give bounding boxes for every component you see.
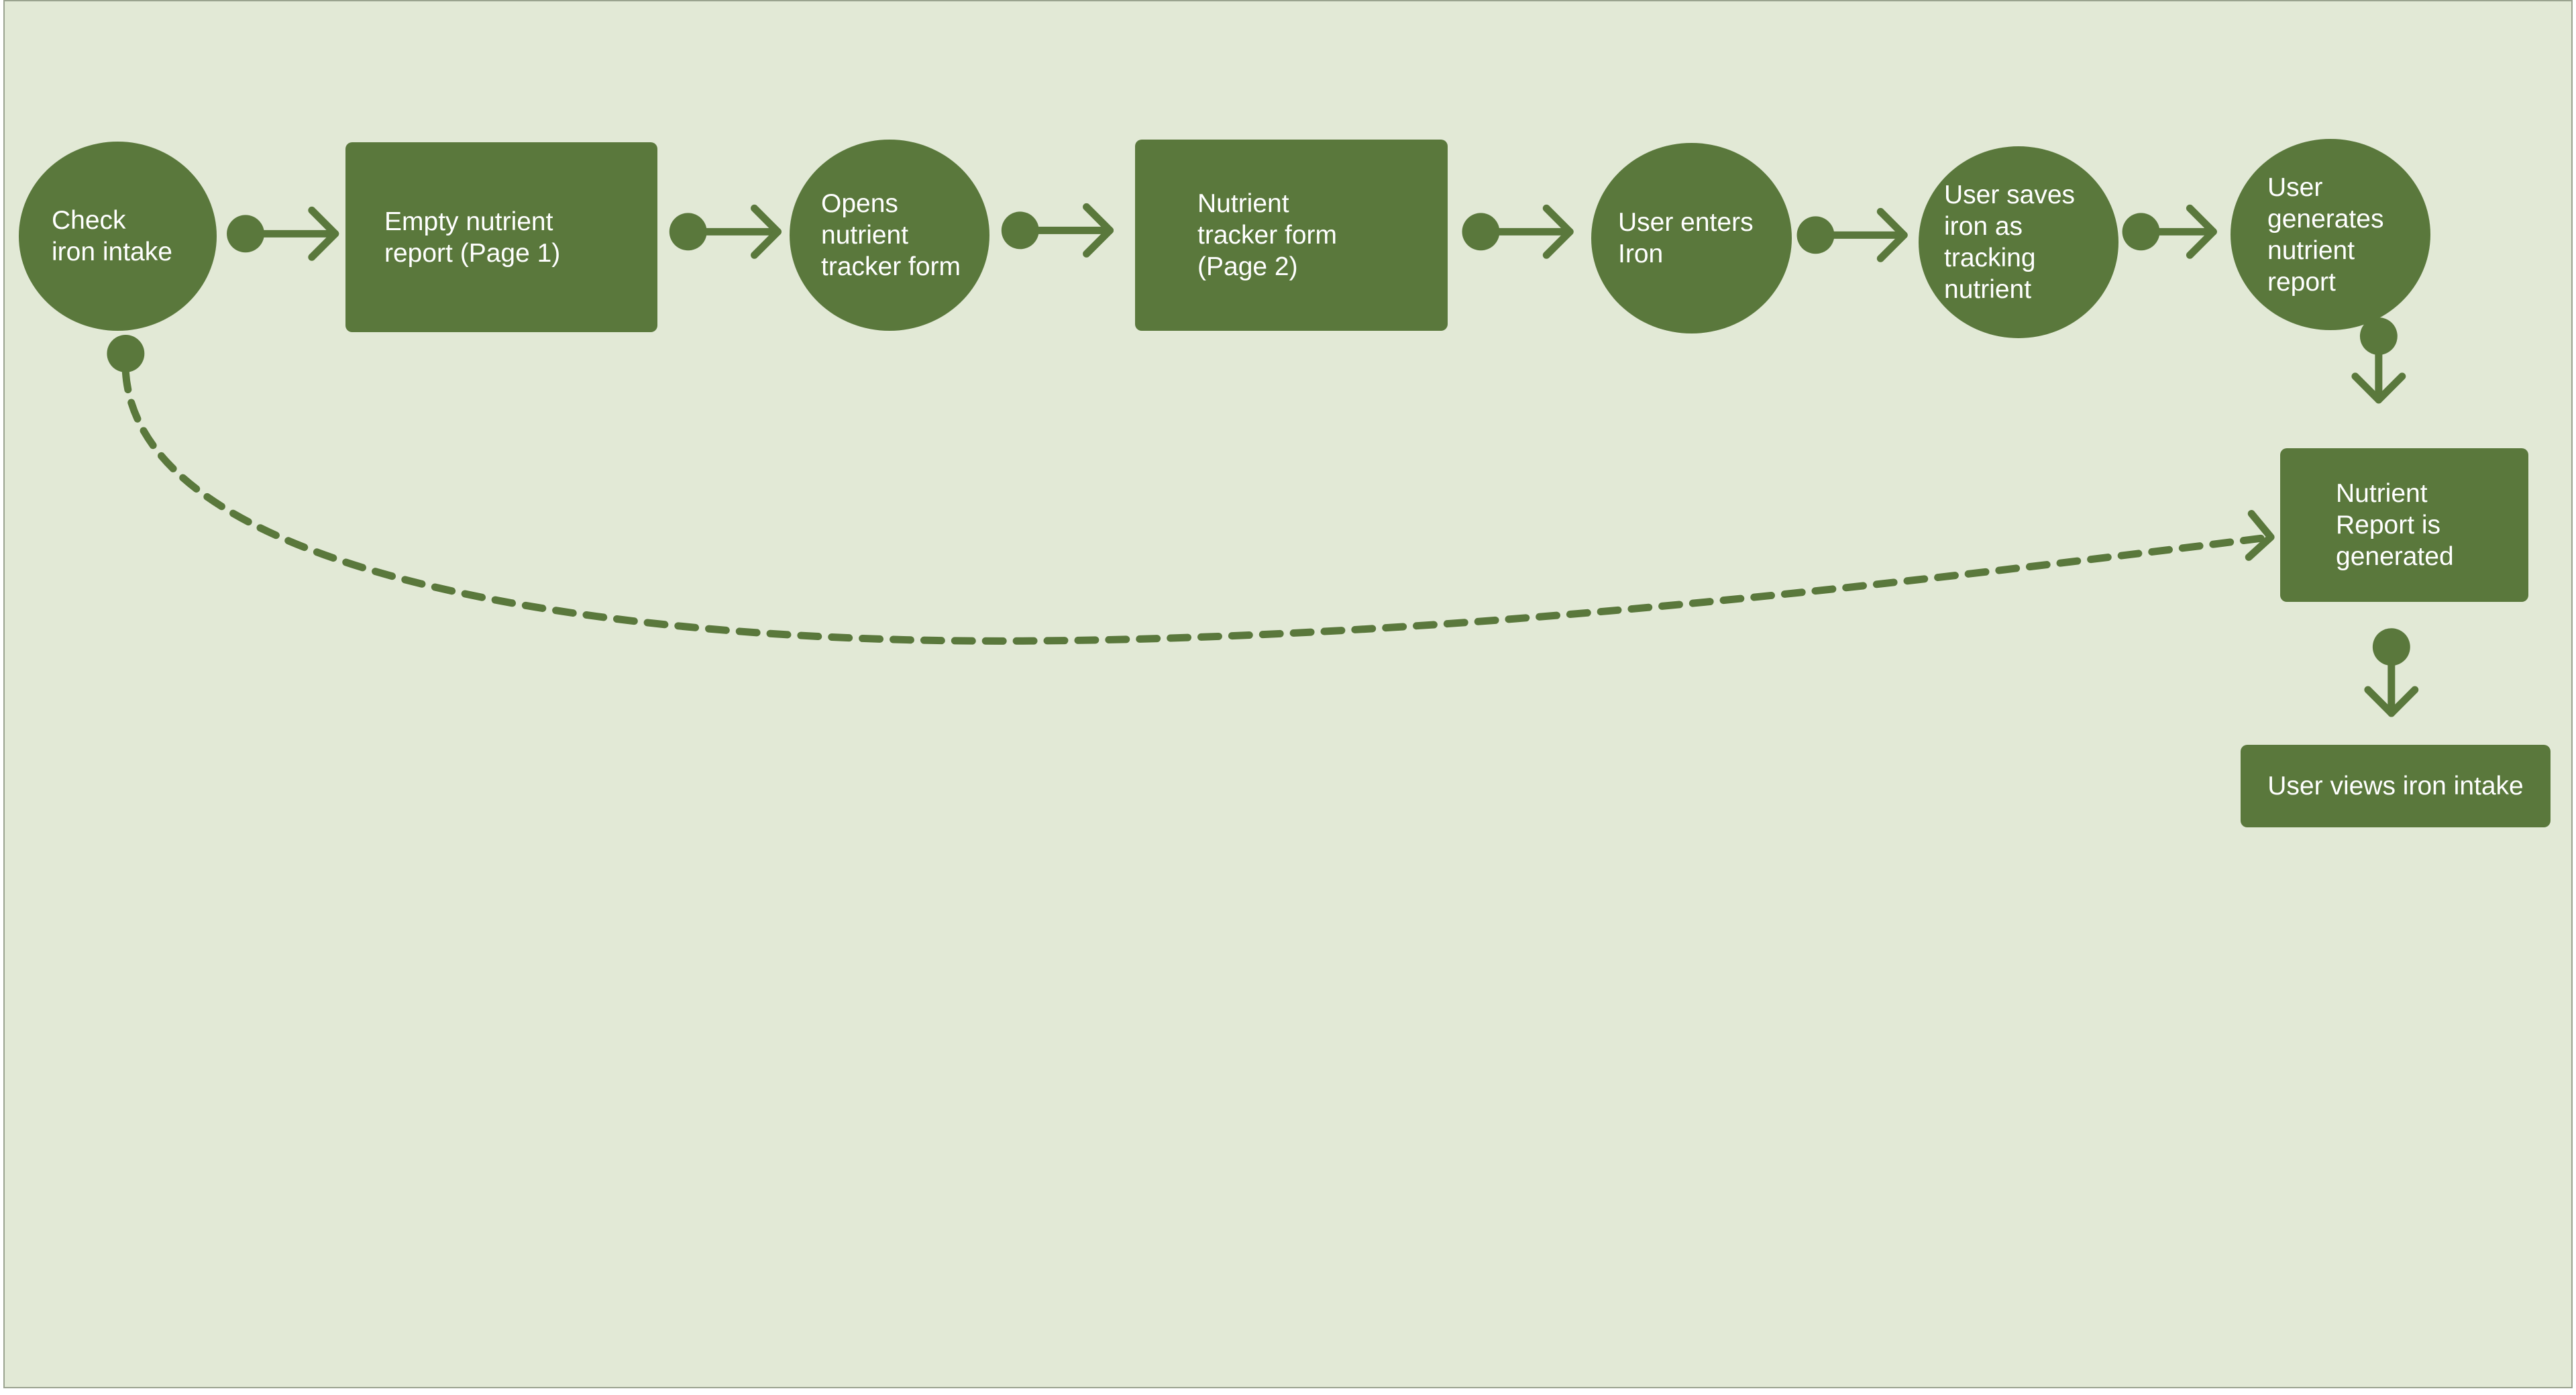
node-label: Empty nutrient report (Page 1) <box>384 207 561 268</box>
connectors-layer <box>107 203 2419 717</box>
node-label: Check iron intake <box>52 206 172 266</box>
edge-n6-n7 <box>2122 204 2217 259</box>
node-user-enters-iron[interactable]: User enters Iron <box>1591 143 1792 333</box>
node-user-saves-iron[interactable]: User saves iron as tracking nutrient <box>1919 146 2118 338</box>
edge-n2-n3 <box>669 204 782 259</box>
edge-n4-n5 <box>1462 204 1574 259</box>
node-user-views-iron-intake[interactable]: User views iron intake <box>2241 745 2551 827</box>
node-user-generates-report[interactable]: User generates nutrient report <box>2231 139 2430 330</box>
node-nutrient-tracker-form[interactable]: Nutrient tracker form (Page 2) <box>1135 140 1448 331</box>
edge-n7-n8 <box>2351 317 2406 404</box>
node-opens-nutrient-tracker-form[interactable]: Opens nutrient tracker form <box>790 140 989 331</box>
diagram-canvas: Check iron intake Empty nutrient report … <box>3 0 2573 1388</box>
node-label: Opens nutrient tracker form <box>821 189 961 281</box>
node-label: User enters Iron <box>1618 208 1754 268</box>
edge-n5-n6 <box>1796 207 1908 262</box>
node-check-iron-intake[interactable]: Check iron intake <box>19 142 217 331</box>
node-label: Nutrient Report is generated <box>2336 479 2454 571</box>
node-label: User views iron intake <box>2267 772 2524 800</box>
node-nutrient-report-generated[interactable]: Nutrient Report is generated <box>2280 448 2528 602</box>
edge-n1-n2 <box>227 206 339 261</box>
node-label: Nutrient tracker form (Page 2) <box>1197 189 1338 281</box>
node-label: User generates nutrient report <box>2267 172 2384 297</box>
edge-n1-n8-dashed <box>107 335 2275 645</box>
node-label: User saves iron as tracking nutrient <box>1944 180 2076 304</box>
edge-n8-n9 <box>2364 628 2419 717</box>
node-empty-nutrient-report[interactable]: Empty nutrient report (Page 1) <box>345 142 657 332</box>
edge-n3-n4 <box>1001 203 1114 258</box>
